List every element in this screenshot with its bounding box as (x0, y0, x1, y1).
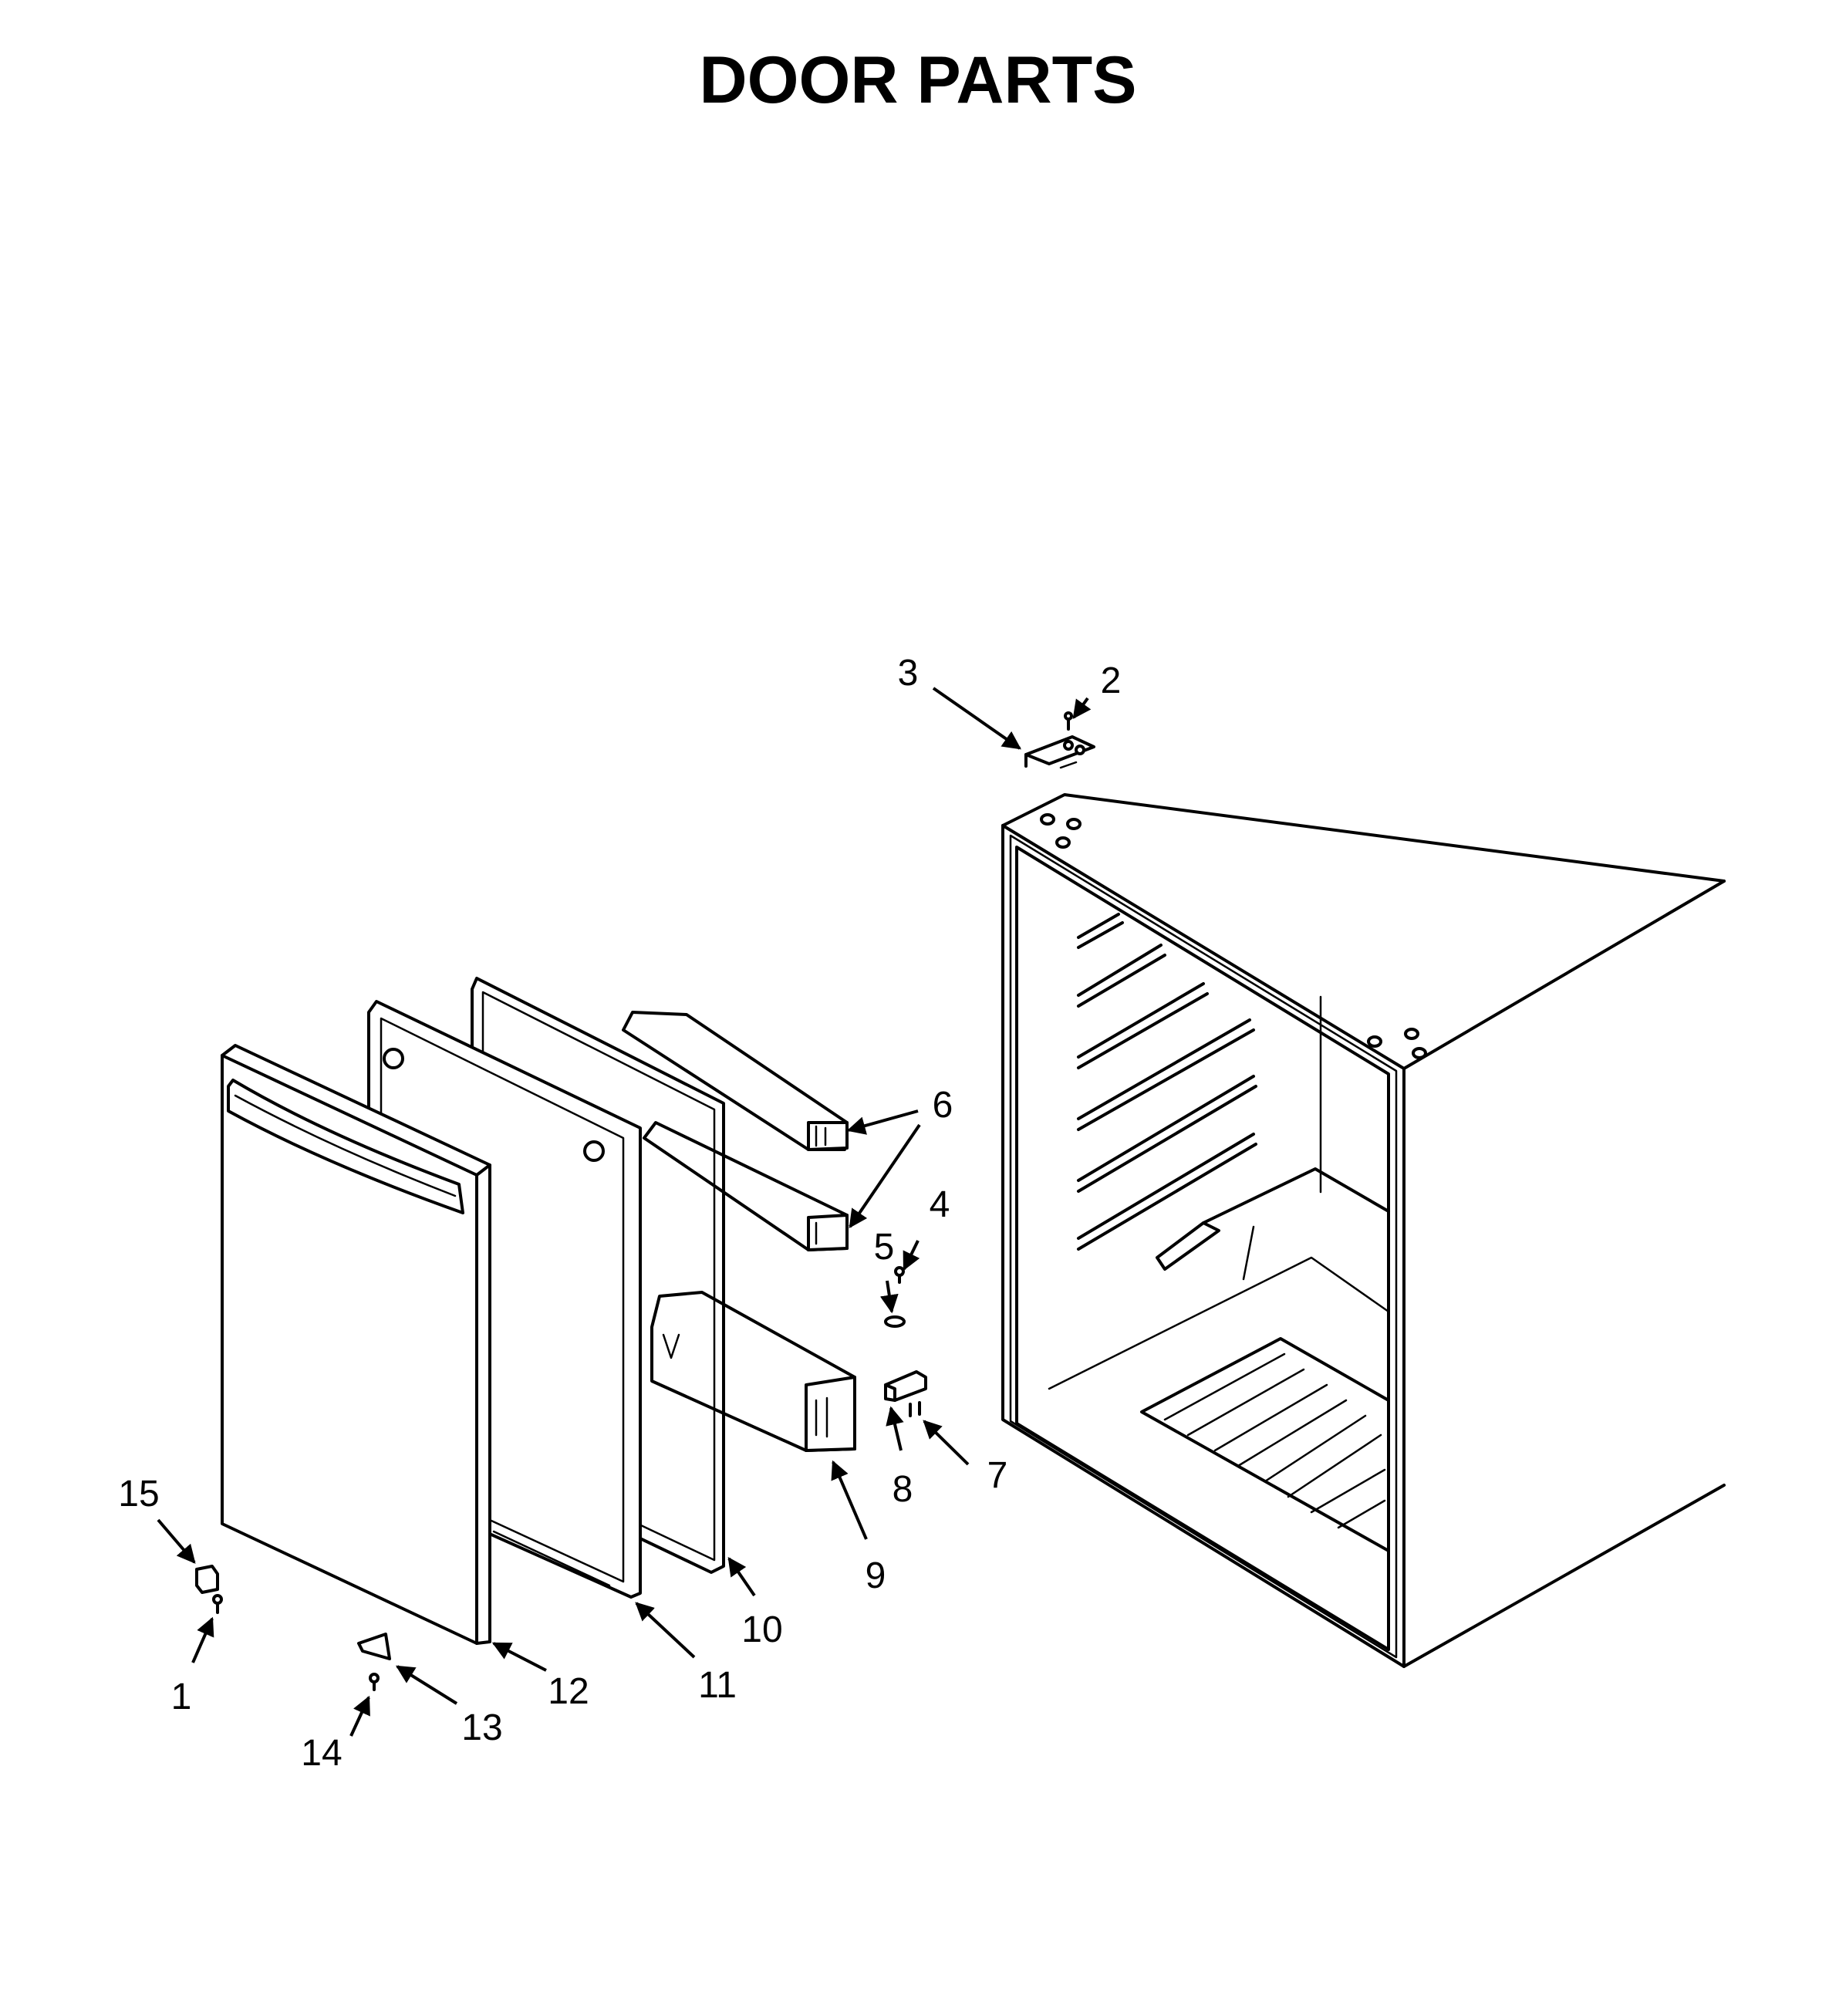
top-hinge-illustration (1024, 711, 1095, 769)
callout-5: 5 (874, 1227, 895, 1268)
callout-labels: 3 2 4 5 6 7 8 9 10 11 12 13 14 1 15 (118, 653, 1121, 1774)
leader-7 (923, 1420, 970, 1466)
callout-9: 9 (866, 1555, 886, 1596)
hinge-hole (1404, 1028, 1419, 1040)
callout-13: 13 (461, 1707, 502, 1748)
door-panel-illustration (221, 1044, 491, 1645)
leader-15 (157, 1518, 196, 1564)
hinge-hole (1040, 813, 1055, 826)
leader-10 (727, 1557, 756, 1597)
door-bins-illustration (622, 1011, 856, 1452)
leader-13 (395, 1665, 458, 1705)
leader-6a (846, 1109, 919, 1135)
callout-8: 8 (893, 1469, 913, 1510)
callout-15: 15 (118, 1474, 159, 1515)
callout-12: 12 (548, 1671, 589, 1712)
leader-8 (886, 1406, 904, 1451)
leader-2 (1072, 697, 1092, 719)
hinge-hole (1367, 1035, 1382, 1048)
cabinet-illustration (1001, 793, 1726, 1668)
lower-hinge-parts-illustration (884, 1266, 927, 1417)
callout-1: 1 (171, 1677, 192, 1717)
hinge-hole (1055, 836, 1071, 849)
callout-6: 6 (933, 1085, 953, 1126)
hinge-hole (1066, 818, 1082, 830)
hinge-hole (1412, 1047, 1427, 1059)
leader-lines (157, 687, 1092, 1737)
callout-11: 11 (698, 1665, 737, 1706)
callout-7: 7 (987, 1455, 1008, 1496)
leader-1 (191, 1616, 214, 1663)
leader-5 (879, 1280, 899, 1314)
floor-grille (1140, 1337, 1390, 1552)
page-title: DOOR PARTS (700, 43, 1137, 117)
callout-4: 4 (930, 1184, 950, 1225)
leader-12 (491, 1642, 547, 1672)
callout-10: 10 (741, 1609, 782, 1650)
leader-6b (849, 1123, 921, 1228)
callout-2: 2 (1101, 660, 1122, 701)
leader-11 (635, 1602, 696, 1659)
leader-14 (349, 1695, 370, 1737)
leader-9 (831, 1460, 868, 1540)
shelf-rails (1077, 913, 1257, 1251)
leader-4 (903, 1240, 920, 1271)
callout-3: 3 (898, 653, 919, 694)
callout-14: 14 (301, 1733, 342, 1774)
small-parts-illustration (195, 1565, 391, 1691)
leader-3 (932, 687, 1021, 750)
